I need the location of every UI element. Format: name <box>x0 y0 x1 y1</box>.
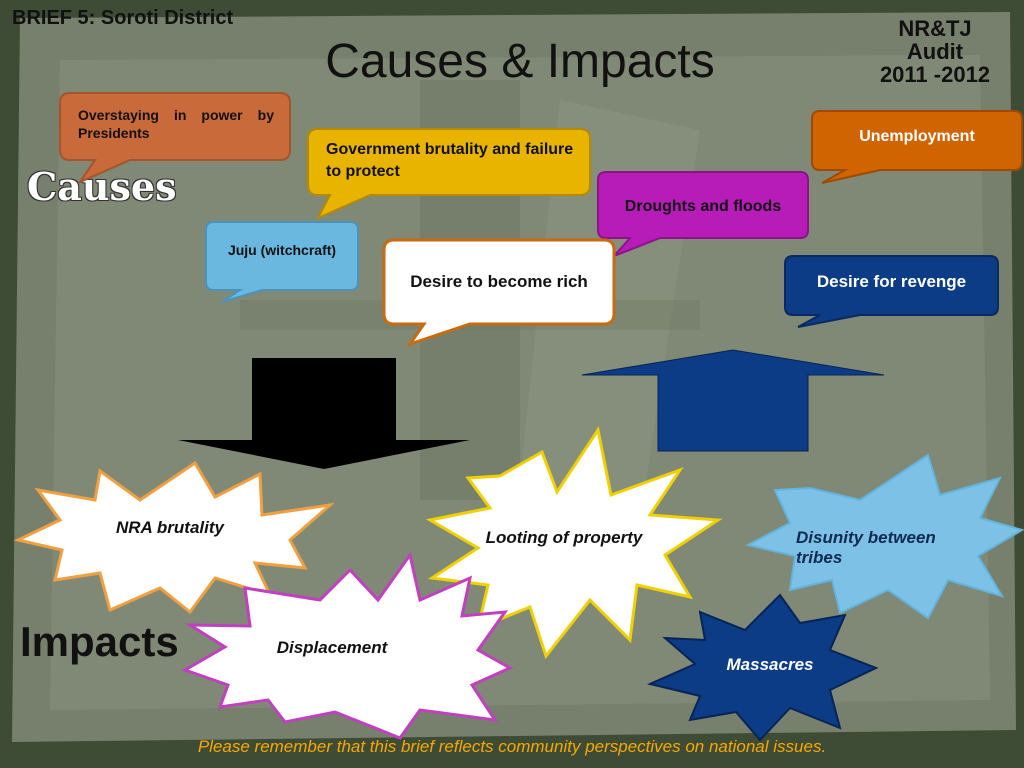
bubble-juju <box>205 221 359 303</box>
audit-line-3: 2011 -2012 <box>879 62 991 87</box>
cause-unemployment: Unemployment <box>859 128 975 145</box>
star-looting <box>425 426 723 660</box>
cause-revenge: Desire for revenge <box>816 272 967 291</box>
star-disunity <box>745 453 1024 620</box>
brief-title: BRIEF 5: Soroti District <box>12 7 234 29</box>
footer-note: Please remember that this brief reflects… <box>197 737 827 756</box>
page-title: Causes & Impacts <box>325 35 715 88</box>
star-displacement <box>181 551 514 740</box>
impacts-heading: Impacts <box>20 618 179 665</box>
cause-government: Government brutality and failure to prot… <box>326 141 574 180</box>
cause-droughts: Droughts and floods <box>624 198 782 215</box>
impact-looting: Looting of property <box>485 528 643 547</box>
cause-overstaying: Overstaying in power by Presidents <box>78 107 274 141</box>
up-arrow <box>581 349 885 452</box>
cause-juju: Juju (witchcraft) <box>227 242 337 258</box>
bubble-rich <box>382 238 616 347</box>
audit-period: NR&TJ Audit 2011 -2012 <box>850 17 1020 86</box>
down-arrow <box>178 358 470 469</box>
bubble-overstaying <box>59 92 291 185</box>
impact-disunity: Disunity between tribes <box>796 528 936 567</box>
bubble-revenge <box>784 255 999 328</box>
impact-massacres: Massacres <box>726 655 814 674</box>
cause-rich: Desire to become rich <box>410 272 588 291</box>
impact-nra-brutality: NRA brutality <box>116 518 224 537</box>
bubble-droughts <box>597 171 809 257</box>
bubble-unemployment <box>811 110 1023 184</box>
impact-displacement: Displacement <box>276 638 388 657</box>
bubble-government <box>307 128 591 221</box>
star-nra-brutality <box>13 460 335 615</box>
audit-line-2: Audit <box>906 39 964 64</box>
star-massacres <box>646 593 879 742</box>
audit-line-1: NR&TJ <box>898 16 972 41</box>
